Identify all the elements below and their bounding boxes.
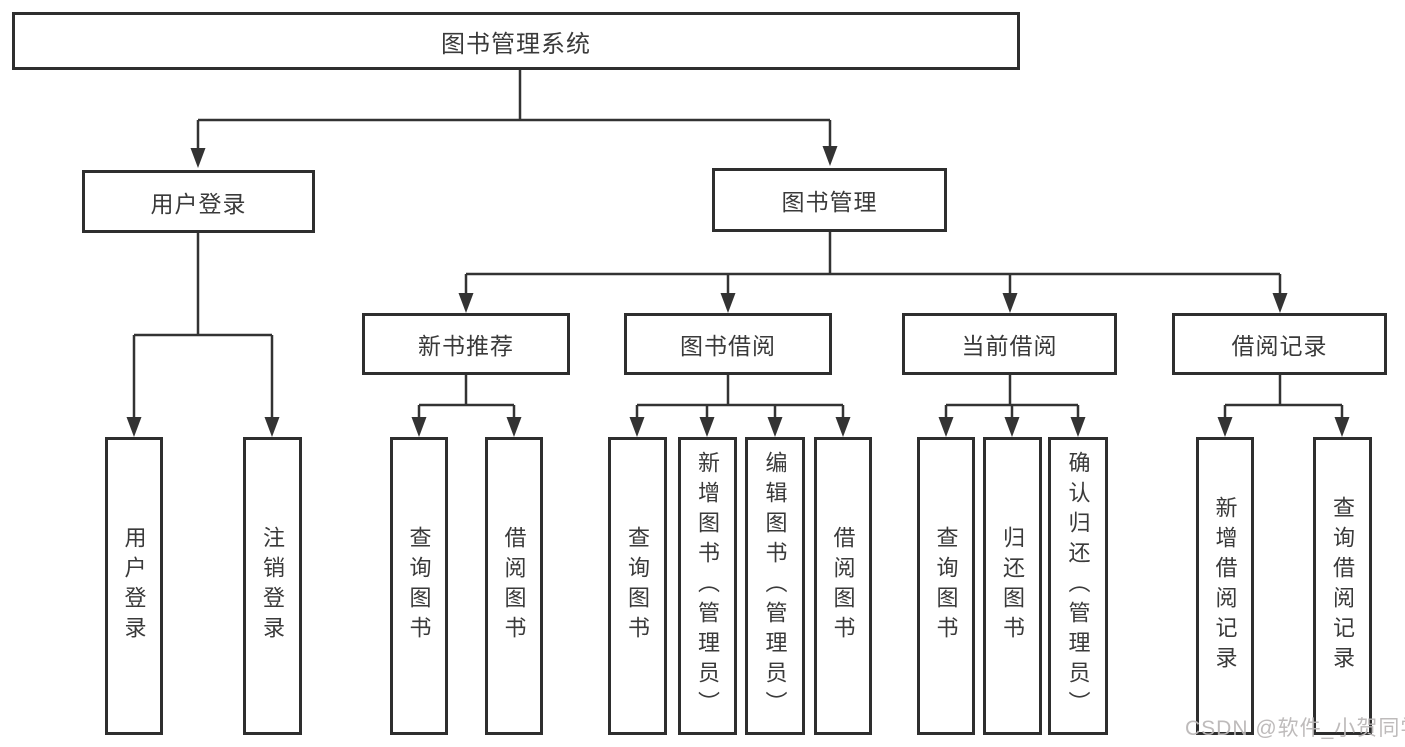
- leaf-query-books-current: 查询图书: [917, 437, 975, 735]
- leaf-query-borrow-record: 查询借阅记录: [1313, 437, 1372, 735]
- arrowhead-icons: [126, 146, 1350, 437]
- csdn-watermark: CSDN @软件_小贺同学: [1185, 717, 1405, 740]
- leaf-query-books-recommend: 查询图书: [390, 437, 448, 735]
- leaf-borrow-books-recommend: 借阅图书: [485, 437, 543, 735]
- box-borrow-records: 借阅记录: [1172, 313, 1387, 375]
- box-current-borrowing: 当前借阅: [902, 313, 1117, 375]
- leaf-add-books-admin: 新增图书（管理员）: [678, 437, 737, 735]
- leaf-add-borrow-record: 新增借阅记录: [1196, 437, 1254, 735]
- leaf-confirm-return-admin: 确认归还（管理员）: [1048, 437, 1108, 735]
- box-book-borrowing: 图书借阅: [624, 313, 832, 375]
- leaf-logout: 注销登录: [243, 437, 302, 735]
- box-new-book-recommend: 新书推荐: [362, 313, 570, 375]
- leaf-query-books-borrowing: 查询图书: [608, 437, 667, 735]
- leaf-return-books: 归还图书: [983, 437, 1042, 735]
- box-book-management: 图书管理: [712, 168, 947, 232]
- leaf-edit-books-admin: 编辑图书（管理员）: [745, 437, 805, 735]
- leaf-borrow-books-borrowing: 借阅图书: [814, 437, 872, 735]
- box-library-system: 图书管理系统: [12, 12, 1020, 70]
- box-user-login: 用户登录: [82, 170, 315, 233]
- leaf-user-login: 用户登录: [105, 437, 163, 735]
